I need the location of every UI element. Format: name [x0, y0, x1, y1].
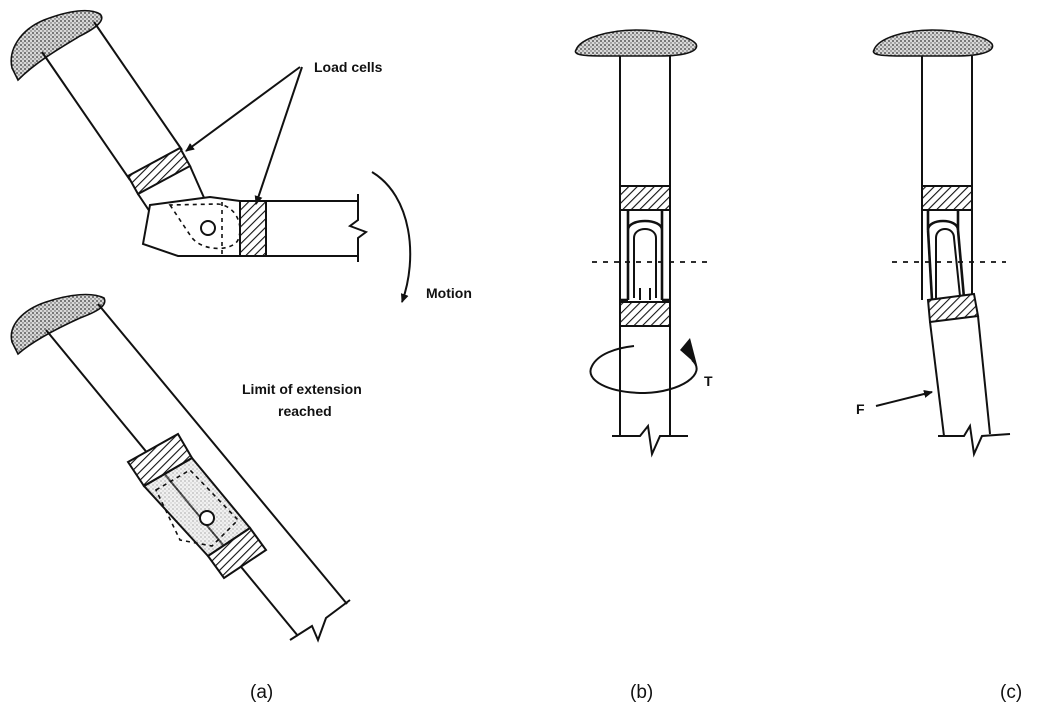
panel-a-top-ceiling-blob: [10, 9, 103, 82]
load-cells-label: Load cells: [314, 59, 383, 75]
panel-a-top-upper-arm: [41, 21, 183, 181]
panel-c-load-cell-lower: [926, 292, 980, 324]
load-cells-leaders: [185, 66, 303, 205]
limit-label-line2: reached: [278, 403, 332, 419]
panel-a-bottom: Limit of extension reached: [10, 293, 362, 643]
panel-b: T: [574, 29, 713, 458]
torque-arrow-head: [680, 338, 697, 365]
panel-c-break: [938, 423, 1011, 458]
force-arrow: [875, 390, 933, 407]
panel-a-top-load-cell-horizontal: [239, 200, 267, 257]
force-label: F: [856, 401, 865, 417]
panel-b-load-cell-lower: [619, 301, 671, 327]
panel-c-load-cell-upper: [921, 185, 973, 211]
panel-c-ceiling-blob: [872, 29, 994, 57]
panel-b-load-cell-upper: [619, 185, 671, 211]
panel-a-bottom-joint: [142, 456, 252, 558]
torque-arrow: [589, 345, 698, 395]
panel-b-ceiling-blob: [574, 29, 698, 57]
torque-label: T: [704, 373, 713, 389]
panel-a-bottom-ceiling-blob: [10, 293, 106, 356]
panel-c: F: [856, 29, 1011, 458]
motion-label: Motion: [426, 285, 472, 301]
panel-b-break: [612, 423, 688, 458]
limit-label-line1: Limit of extension: [242, 381, 362, 397]
caption-b: (b): [630, 682, 653, 703]
panel-a-top-joint: [141, 195, 241, 257]
panel-a-top: Load cells Motion: [10, 9, 472, 303]
panel-c-clevis: [926, 210, 966, 301]
motion-arrow: [371, 171, 412, 303]
panel-a-top-load-cell-upper: [126, 146, 192, 196]
panel-b-clevis: [620, 210, 670, 302]
panel-a-bottom-load-cell-lower: [206, 526, 268, 580]
caption-c: (c): [1000, 682, 1022, 703]
panel-a-top-lower-arm: [266, 194, 369, 262]
caption-a: (a): [250, 682, 273, 703]
